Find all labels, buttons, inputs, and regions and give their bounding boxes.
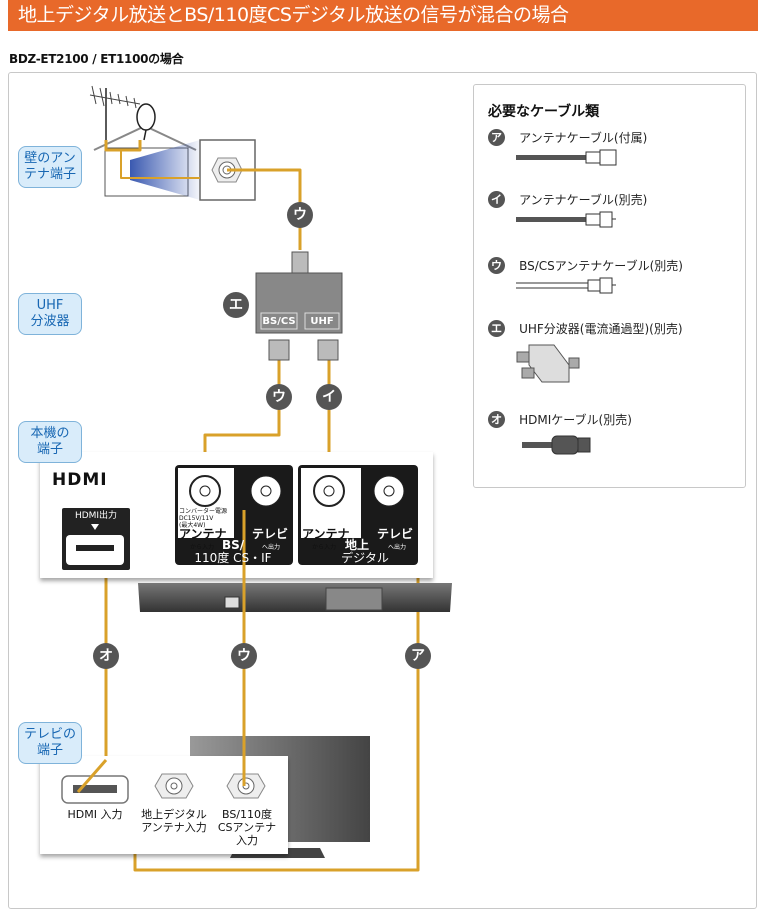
house-icon: [89, 85, 256, 201]
legend-item-i: イ アンテナケーブル(別売): [488, 189, 647, 228]
legend-item-a: ア アンテナケーブル(付属): [488, 127, 647, 166]
legend-item-u: ウ BS/CSアンテナケーブル(別売): [488, 255, 683, 294]
badge-i: イ: [488, 191, 505, 208]
hdmi-out-label: HDMI出力: [74, 511, 118, 521]
splitter-port-uhf: UHF: [310, 316, 334, 327]
bs-converter-note: コンバーター電源 DC15V/11V (最大4W): [179, 508, 228, 529]
terr-tv-out-label: テレビ: [377, 527, 414, 541]
legend-title: 必要なケーブル類: [488, 104, 600, 120]
cable-node-e: エ: [223, 292, 249, 318]
legend-item-o: オ HDMIケーブル(別売): [488, 409, 632, 455]
terr-tv-out-sub: へ出力: [388, 544, 407, 551]
badge-u: ウ: [488, 257, 505, 274]
hdmi-cable-icon: [522, 435, 591, 455]
cable-node-u-top: ウ: [287, 202, 313, 228]
terr-antenna-in-sub: から入力: [312, 544, 337, 551]
hdmi-out-port-icon: [62, 508, 130, 570]
uhf-splitter-icon: [255, 251, 343, 361]
page-header: 地上デジタル放送とBS/110度CSデジタル放送の信号が混合の場合: [8, 0, 758, 31]
badge-o: オ: [488, 411, 505, 428]
antenna-cable-icon: [516, 149, 617, 166]
antenna-cable-icon: [516, 211, 616, 228]
tv-bs-in-label: BS/110度 CSアンテナ 入力: [217, 808, 277, 847]
tv-terr-in-port-icon: [154, 773, 194, 799]
bs-antenna-in-sub: から入力: [190, 544, 215, 551]
bs-band-bottom: 110度 CS・IF: [194, 551, 272, 565]
terrestrial-panel: [298, 465, 418, 565]
bs-panel: [175, 465, 293, 565]
model-subtitle: BDZ-ET2100 / ET1100の場合: [9, 52, 184, 66]
diagram-frame: [8, 72, 757, 909]
badge-e: エ: [488, 320, 505, 337]
bscs-cable-icon: [516, 277, 616, 294]
bs-tv-out-label: テレビ: [252, 527, 289, 541]
tag-tv-terminal: テレビの 端子: [18, 722, 82, 764]
tag-wall-terminal: 壁のアン テナ端子: [18, 146, 82, 188]
required-cables-legend: 必要なケーブル類 ア アンテナケーブル(付属) イ アンテナケーブル(別売) ウ…: [473, 84, 746, 488]
hdmi-logo: HDMI: [52, 470, 108, 490]
splitter-port-bscs: BS/CS: [262, 316, 296, 327]
legend-item-e: エ UHF分波器(電流通過型)(別売): [488, 318, 683, 383]
terr-antenna-in-label: アンテナ: [302, 527, 350, 541]
bs-antenna-in-label: アンテナ: [179, 527, 227, 541]
tag-uhf-splitter: UHF 分波器: [18, 293, 82, 335]
cable-node-i: イ: [316, 384, 342, 410]
cable-node-a: ア: [405, 643, 431, 669]
cable-node-u-mid: ウ: [266, 384, 292, 410]
splitter-icon: [516, 344, 580, 383]
recorder-body-icon: [138, 583, 452, 612]
tv-terr-in-label: 地上デジタル アンテナ入力: [141, 808, 207, 834]
terr-band-top: 地上: [345, 538, 370, 552]
tv-bs-in-port-icon: [226, 773, 266, 799]
bs-band-top: BS/: [222, 538, 245, 552]
tv-hdmi-in-port-icon: [61, 775, 129, 804]
badge-a: ア: [488, 129, 505, 146]
bs-tv-out-sub: へ出力: [262, 544, 281, 551]
tag-recorder-terminal: 本機の 端子: [18, 421, 82, 463]
tv-hdmi-in-label: HDMI 入力: [67, 808, 123, 821]
terr-band-bottom: デジタル: [341, 551, 389, 565]
cable-node-o: オ: [93, 643, 119, 669]
cable-node-u-bottom: ウ: [231, 643, 257, 669]
